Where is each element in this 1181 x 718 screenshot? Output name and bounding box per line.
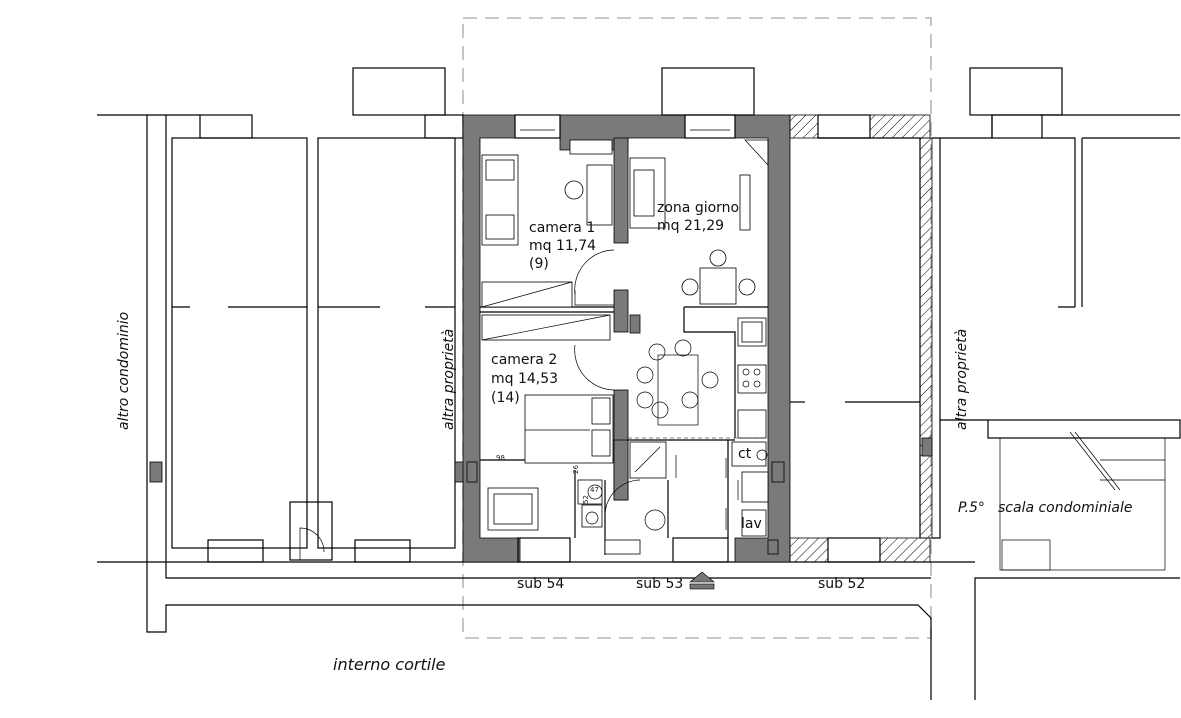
camera1-note: (9) [529, 256, 549, 272]
sub-53-label: sub 53 [636, 576, 683, 592]
altra-proprieta-right-label: altra proprietà [954, 329, 970, 430]
scala-condominiale-label: scala condominiale [998, 500, 1132, 516]
ct-label: ct [738, 446, 752, 462]
entrance-arrow-icon [689, 571, 715, 590]
left-units [149, 67, 466, 563]
dim-26: 26 [572, 465, 580, 474]
lav-label: lav [741, 516, 762, 532]
floor-label: P.5° [958, 500, 985, 516]
unit-sub-53 [462, 67, 791, 563]
zona-giorno-name: zona giorno [657, 200, 739, 216]
sub-52-label: sub 52 [818, 576, 865, 592]
camera2-name: camera 2 [491, 352, 557, 368]
camera2-area: mq 14,53 [491, 371, 558, 387]
sub-54-label: sub 54 [517, 576, 564, 592]
camera2-note: (14) [491, 390, 520, 406]
zona-giorno-area: mq 21,29 [657, 218, 724, 234]
camera1-area: mq 11,74 [529, 238, 596, 254]
interno-cortile-label: interno cortile [333, 655, 446, 674]
altro-condominio-label: altro condominio [116, 312, 132, 430]
altra-proprieta-left-label: altra proprietà [441, 329, 457, 430]
dim-47: 47 [590, 486, 599, 494]
right-units [789, 67, 1180, 563]
dim-98: 98 [496, 454, 505, 462]
camera1-name: camera 1 [529, 220, 595, 236]
dim-52: 52 [582, 495, 590, 504]
